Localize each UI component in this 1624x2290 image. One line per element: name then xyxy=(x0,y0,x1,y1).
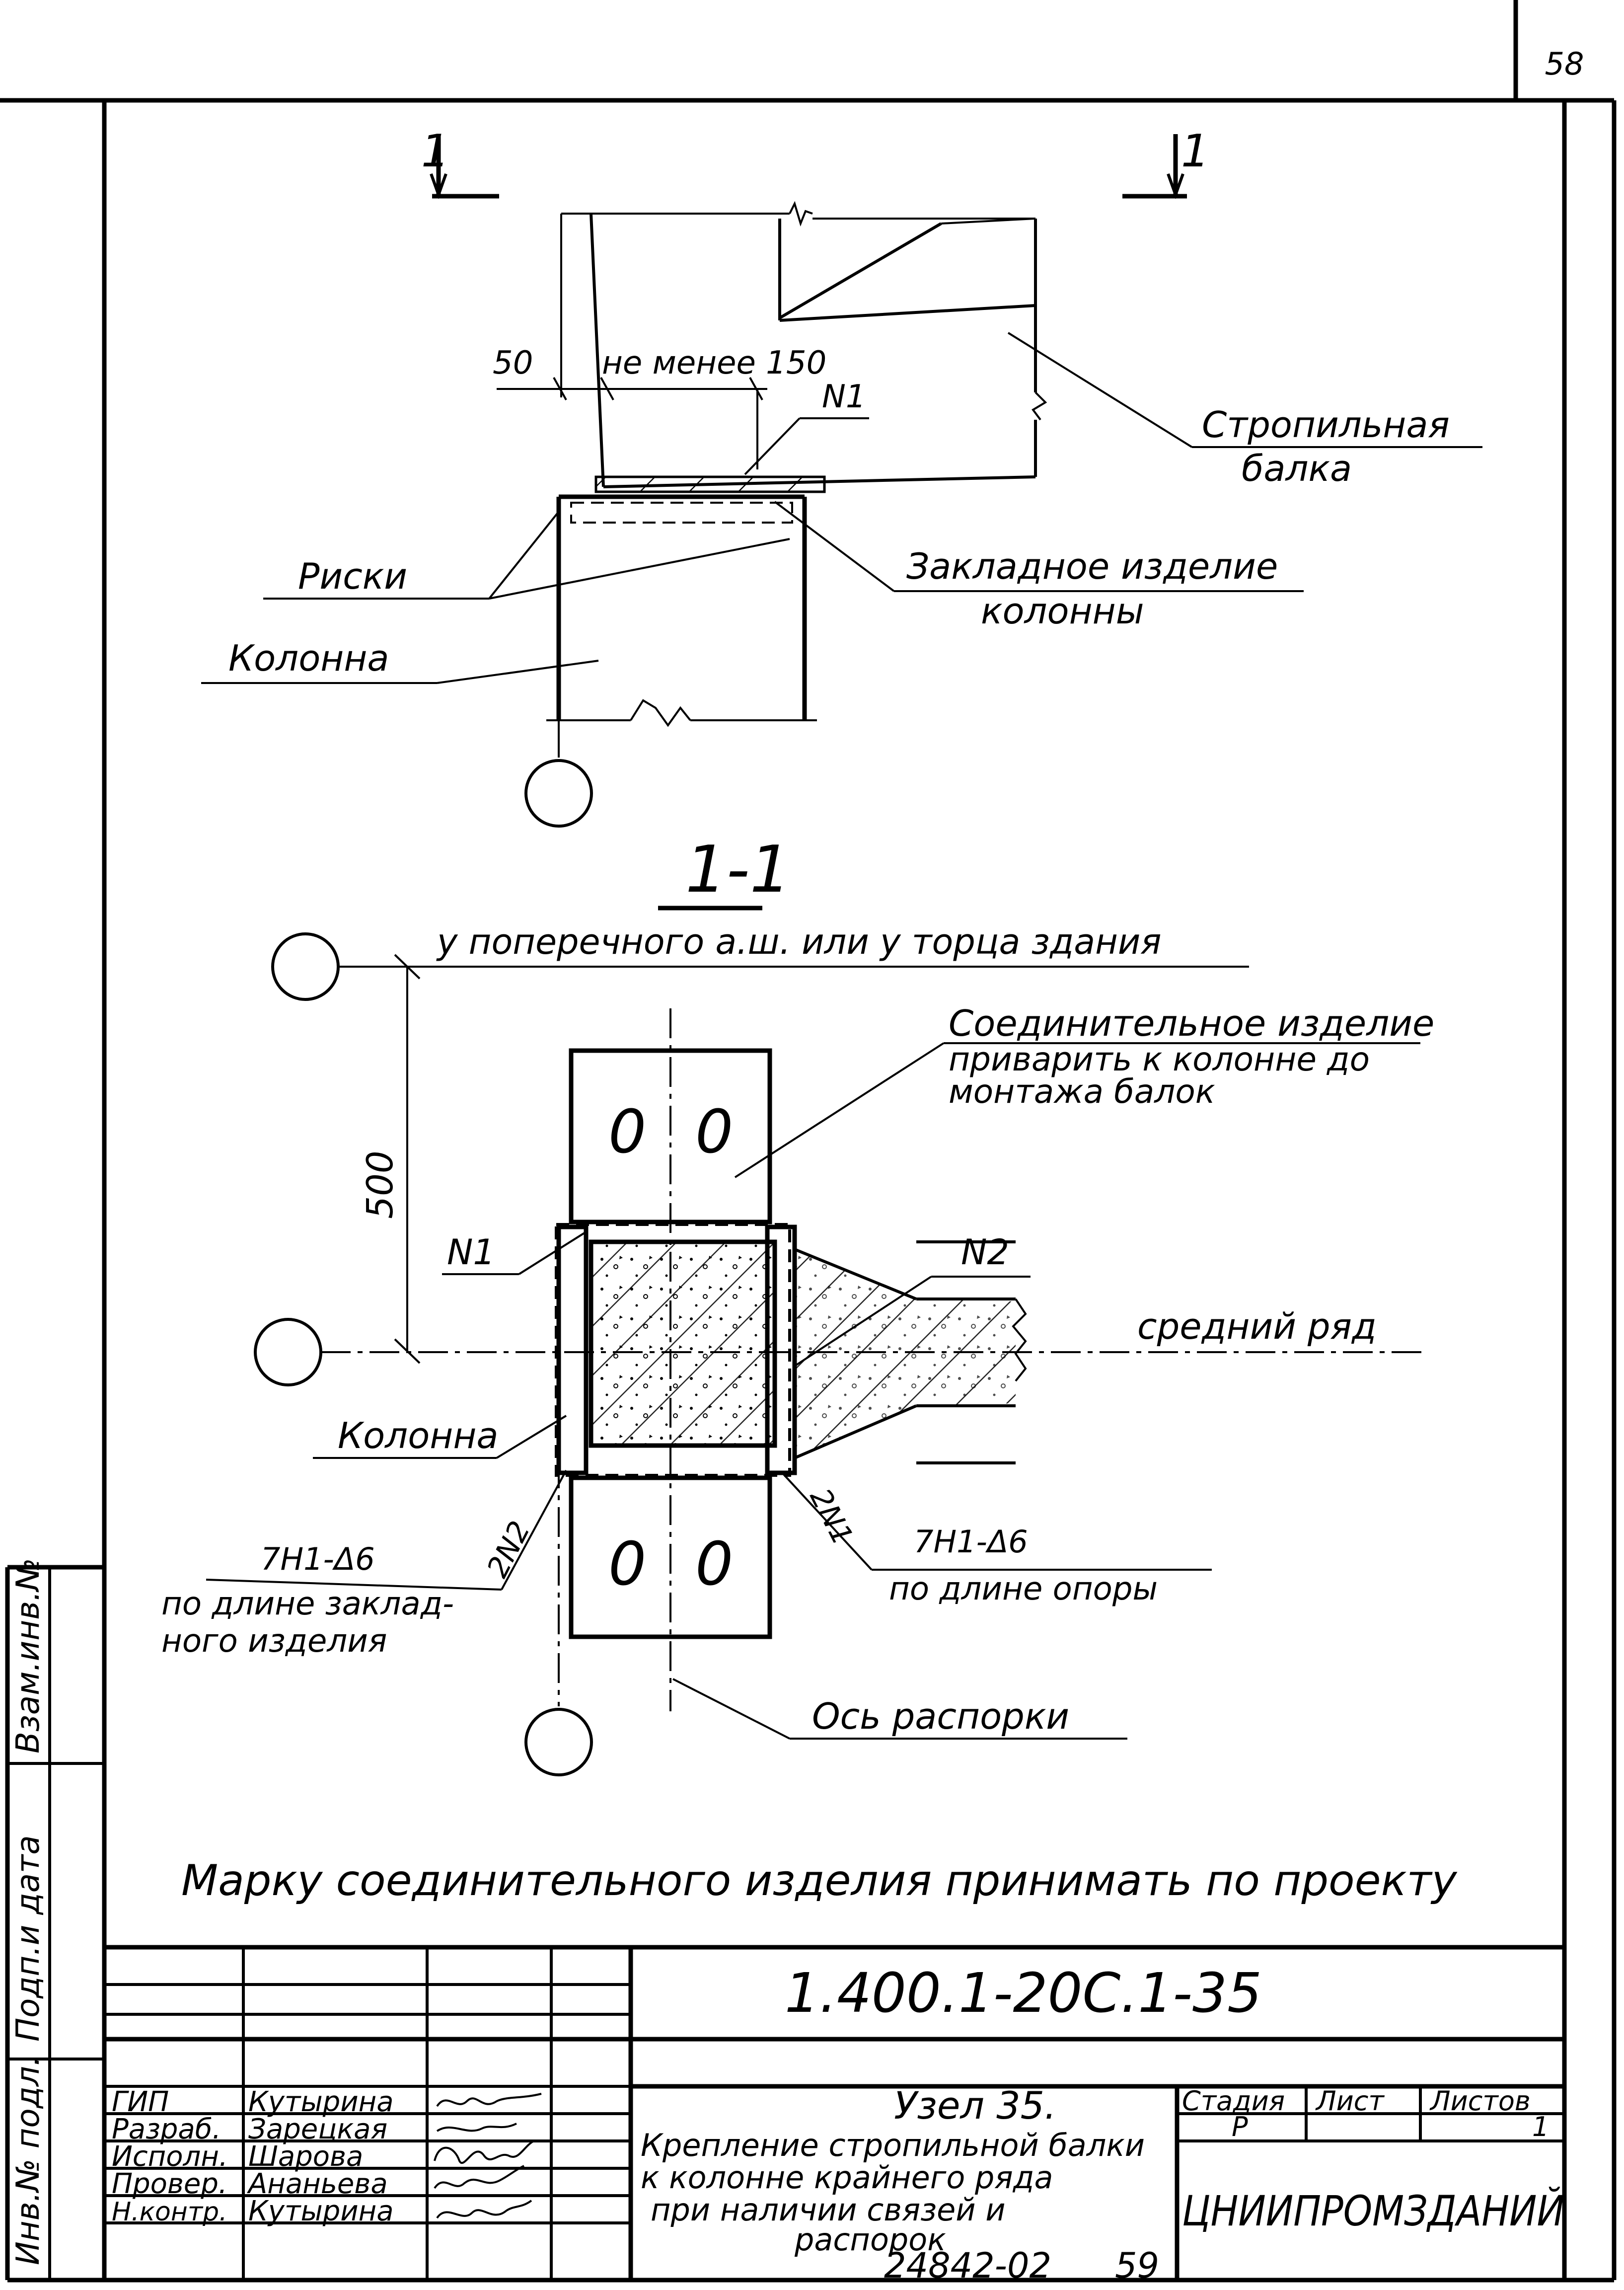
stage-value: Р xyxy=(1232,2111,1248,2142)
stage-header: Стадия xyxy=(1182,2085,1285,2117)
weld-2n2: 2N2 xyxy=(480,1516,537,1583)
column-elevation xyxy=(546,475,826,758)
title-line5: распорок xyxy=(794,2221,946,2258)
title-line2: Крепление стропильной балки xyxy=(641,2127,1145,2163)
title-line4: при наличии связей и xyxy=(651,2192,1006,2228)
weld-left-line2: по длине заклад- xyxy=(161,1586,454,1622)
weld-right-line2: по длине опоры xyxy=(889,1571,1158,1607)
doc-page: 59 xyxy=(1115,2245,1159,2286)
beam-label-line2: балка xyxy=(1242,448,1352,489)
column-label-top: Колонна xyxy=(228,637,389,679)
weld-left-line1: 7Н1-Δ6 xyxy=(261,1541,375,1577)
section-mark-right xyxy=(1122,134,1187,199)
beam-support-section xyxy=(589,1239,1027,1464)
document-code: 1.400.1-20С.1-35 xyxy=(785,1961,1262,2025)
dim-500: 500 xyxy=(359,1150,401,1219)
hole-2: 0 xyxy=(695,1098,733,1167)
riski-label: Риски xyxy=(298,555,407,597)
section-mark-right-number: 1 xyxy=(1181,125,1209,177)
stamp-podp-data: Подп.и дата xyxy=(10,1835,47,2042)
strut-axis-leader xyxy=(672,1678,790,1740)
dimension-line-top xyxy=(497,377,767,469)
side-stamp-frame xyxy=(5,1565,104,2283)
general-note: Марку соединительного изделия принимать … xyxy=(181,1856,1458,1906)
section-title: 1-1 xyxy=(685,832,791,907)
stamp-vzam-inv: Взам.инв.№ xyxy=(10,1558,47,1754)
doc-number: 24842-02 xyxy=(884,2245,1051,2286)
signature-marks xyxy=(434,2093,542,2219)
name-gip: Кутырина xyxy=(248,2086,394,2118)
hole-1: 0 xyxy=(608,1098,646,1167)
role-prover: Провер. xyxy=(112,2168,227,2200)
title-block-grid xyxy=(104,1945,1564,2280)
connector-leader xyxy=(734,1042,945,1178)
connector-plate-bottom xyxy=(569,1475,772,1639)
sheets-header: Листов xyxy=(1429,2085,1531,2117)
weld-left-strip xyxy=(556,1224,589,1475)
weld-2n1: 2N1 xyxy=(804,1483,860,1550)
riski-leader-1 xyxy=(488,511,560,600)
riski-leader-2 xyxy=(489,538,790,600)
weld-2n1-leader xyxy=(781,1472,873,1571)
weld-left-line3: ного изделия xyxy=(161,1623,387,1660)
connector-label-line1: Соединительное изделие xyxy=(949,1002,1434,1044)
n1-label-section: N1 xyxy=(447,1232,495,1273)
connector-plate-top xyxy=(569,1048,772,1224)
name-razrab: Зарецкая xyxy=(248,2113,387,2145)
title-line1: Узел 35. xyxy=(894,2083,1056,2128)
n1-leader-top xyxy=(744,417,801,475)
beam-leader xyxy=(1007,332,1193,448)
weld-2n2-leader xyxy=(501,1470,567,1590)
name-nkontr: Кутырина xyxy=(248,2195,394,2227)
section-mark-left-number: 1 xyxy=(421,125,449,177)
role-ispoln: Исполн. xyxy=(112,2140,228,2173)
sheet-header: Лист xyxy=(1315,2085,1385,2117)
connector-label-line2: приварить к колонне до xyxy=(949,1040,1370,1078)
middle-row-label: средний ряд xyxy=(1137,1305,1377,1347)
n2-label-section: N2 xyxy=(961,1232,1009,1273)
dim-50: 50 xyxy=(493,345,533,382)
title-line3: к колонне крайнего ряда xyxy=(641,2159,1053,2196)
strut-axis-label: Ось распорки xyxy=(812,1695,1069,1737)
weld-right-line1: 7Н1-Δ6 xyxy=(914,1524,1028,1560)
axis-marker-top xyxy=(524,759,593,828)
role-gip: ГИП xyxy=(112,2086,169,2118)
column-leader-section xyxy=(496,1415,567,1459)
stamp-inv-podl: Инв.№ подл. xyxy=(10,2056,47,2265)
column-leader-top xyxy=(437,660,599,684)
organization-name: ЦНИИПРОМЗДАНИЙ xyxy=(1182,2187,1564,2235)
n1-leader-section xyxy=(518,1231,587,1275)
role-nkontr: Н.контр. xyxy=(112,2197,227,2227)
axis-marker-middle xyxy=(254,1318,322,1386)
embed-label-line2: колонны xyxy=(981,590,1144,632)
name-ispoln: Шарова xyxy=(248,2140,363,2173)
hole-4: 0 xyxy=(695,1530,733,1599)
weld-left-shelf xyxy=(206,1579,502,1591)
dim-min-150: не менее 150 xyxy=(602,345,826,382)
n1-label-top: N1 xyxy=(822,379,866,415)
embed-label-line1: Закладное изделие xyxy=(906,545,1278,587)
hole-3: 0 xyxy=(608,1530,646,1599)
column-dashed-outline xyxy=(555,1223,791,1477)
section-mark-left xyxy=(430,134,499,199)
page-number: 58 xyxy=(1545,46,1584,82)
embed-leader xyxy=(774,501,895,592)
sheets-value: 1 xyxy=(1532,2111,1549,2142)
axis-marker-bottom xyxy=(524,1708,593,1776)
n2-leader-section xyxy=(794,1276,932,1367)
connector-label-line3: монтажа балок xyxy=(949,1072,1215,1111)
column-label-section: Колонна xyxy=(338,1415,499,1456)
axis-marker-transverse xyxy=(271,932,340,1001)
beam-label-line1: Стропильная xyxy=(1202,404,1450,446)
role-razrab: Разраб. xyxy=(112,2113,221,2145)
axis-note: у поперечного а.ш. или у торца здания xyxy=(436,921,1161,962)
name-prover: Ананьева xyxy=(247,2168,388,2200)
